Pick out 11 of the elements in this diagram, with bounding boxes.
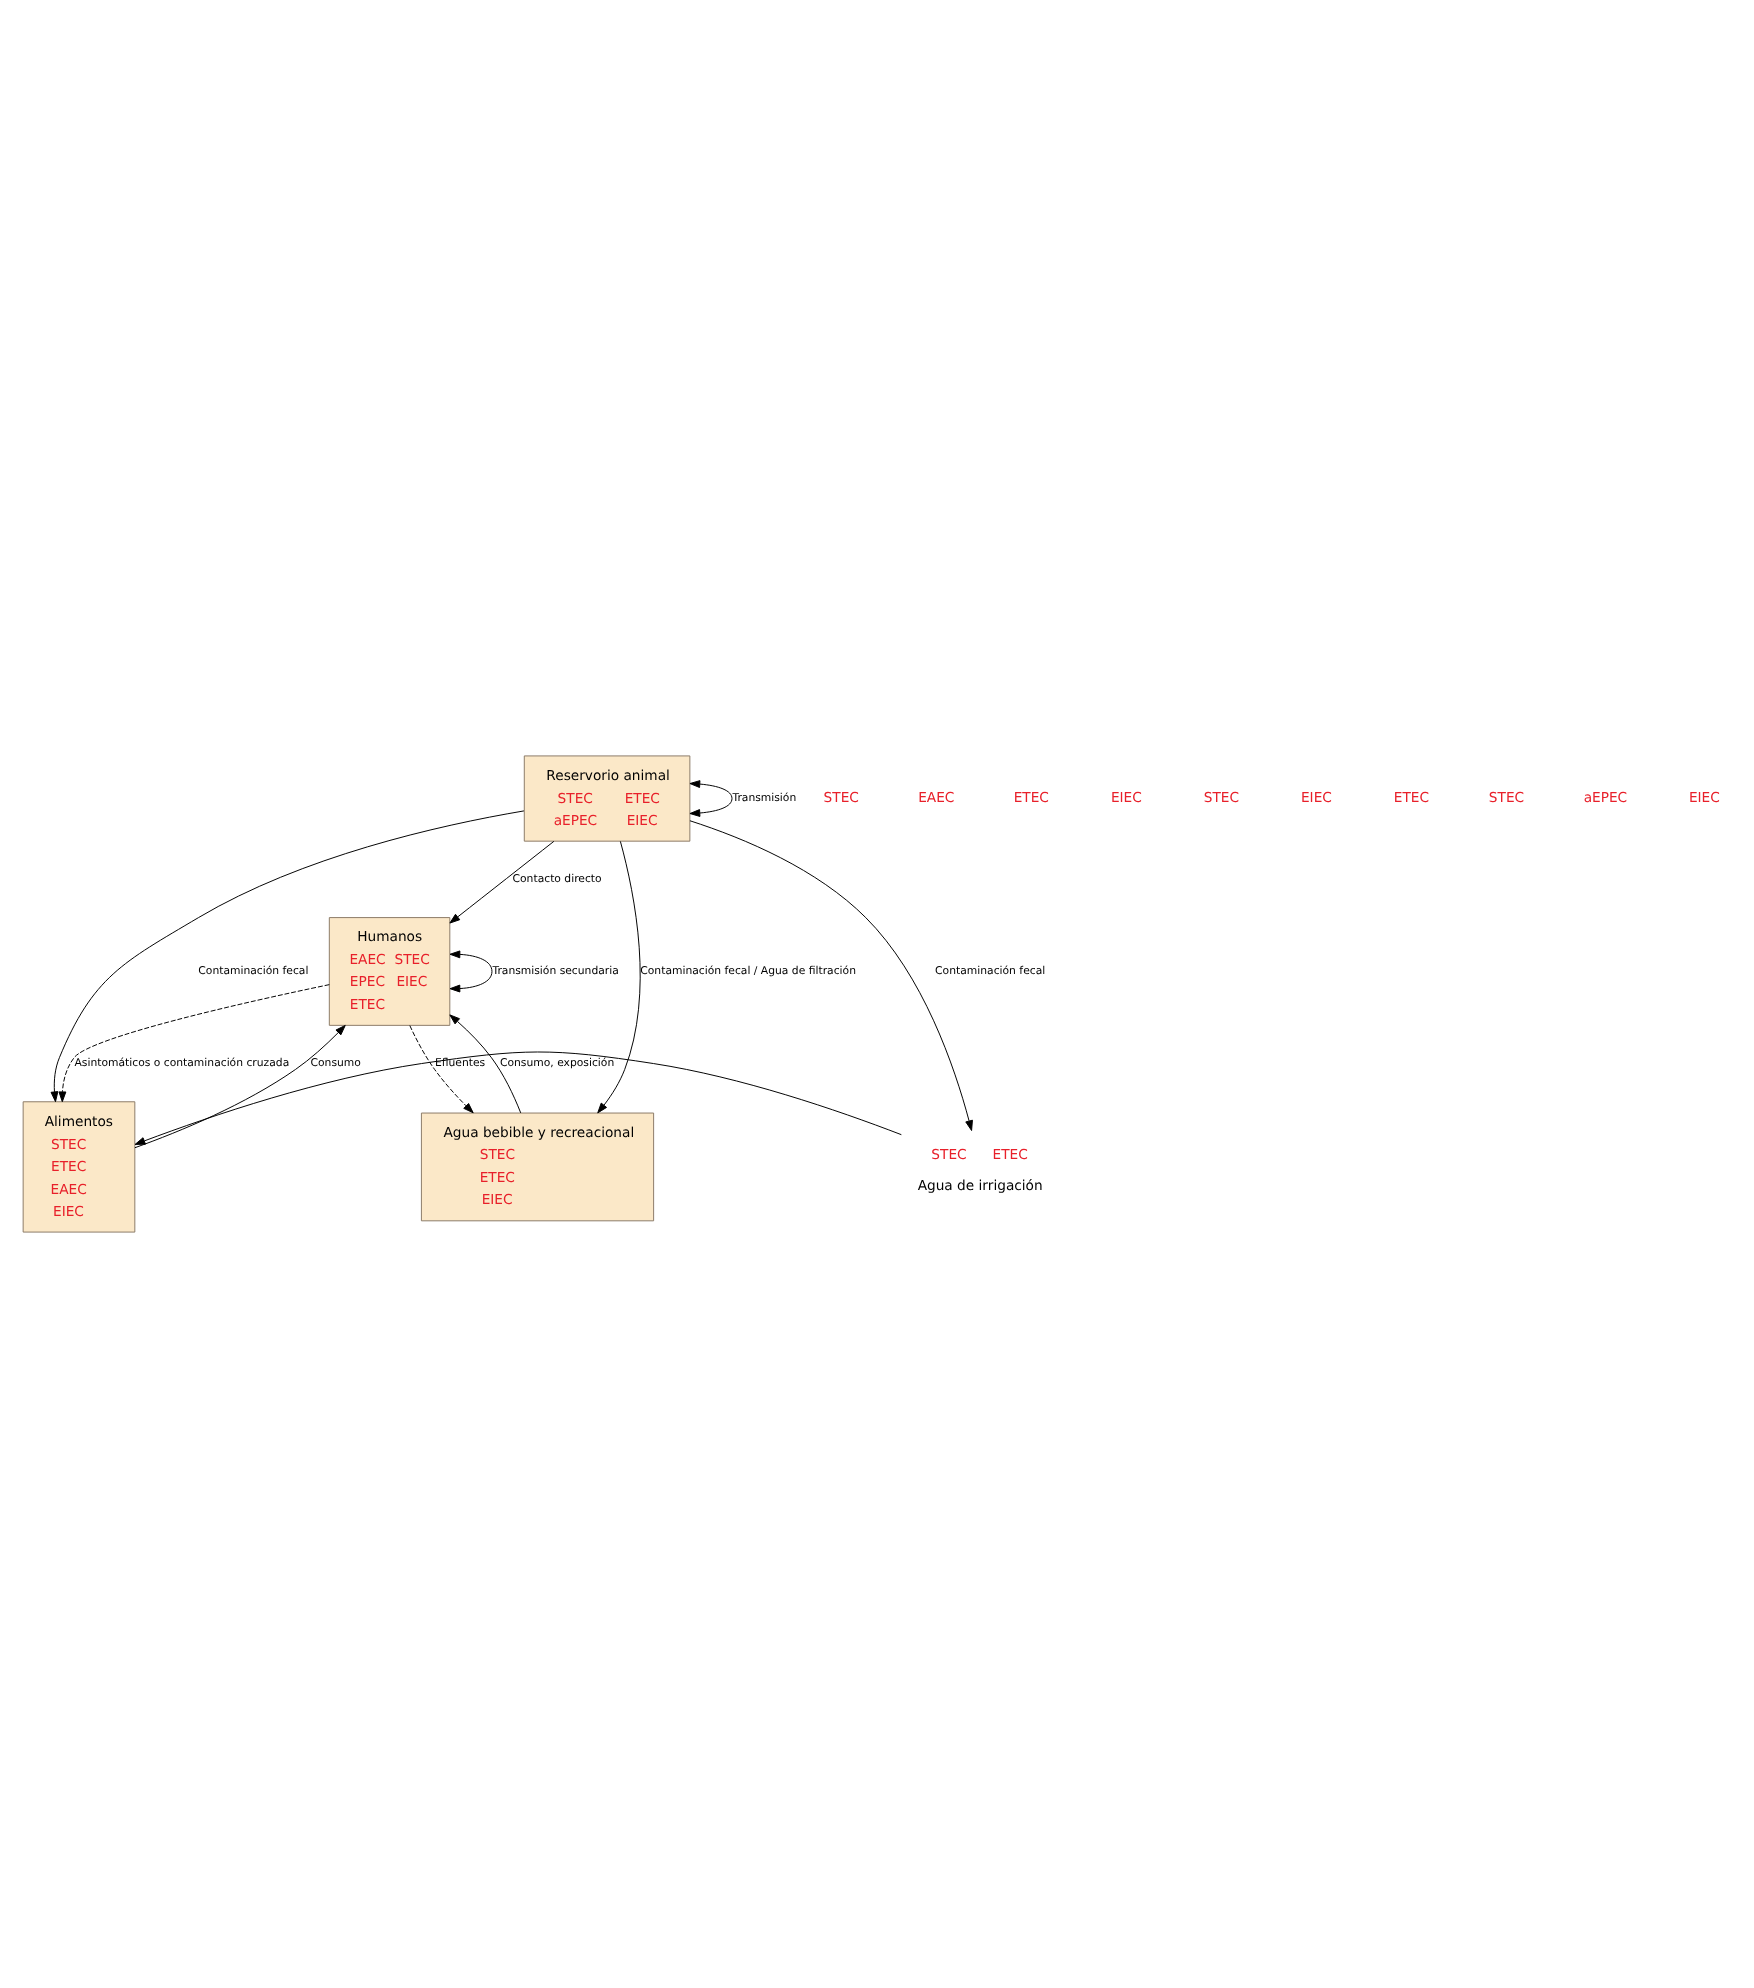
arrow: [50, 810, 525, 1103]
arrow: [689, 820, 973, 1132]
arrow: [58, 984, 330, 1103]
arrow: [409, 1025, 474, 1114]
arrow: [134, 1024, 346, 1149]
arrow: [689, 780, 733, 817]
arrow: [449, 1014, 522, 1114]
arrow: [449, 950, 493, 993]
arrow: [449, 840, 555, 924]
arrow: [597, 840, 641, 1114]
arrow: [134, 1051, 902, 1145]
